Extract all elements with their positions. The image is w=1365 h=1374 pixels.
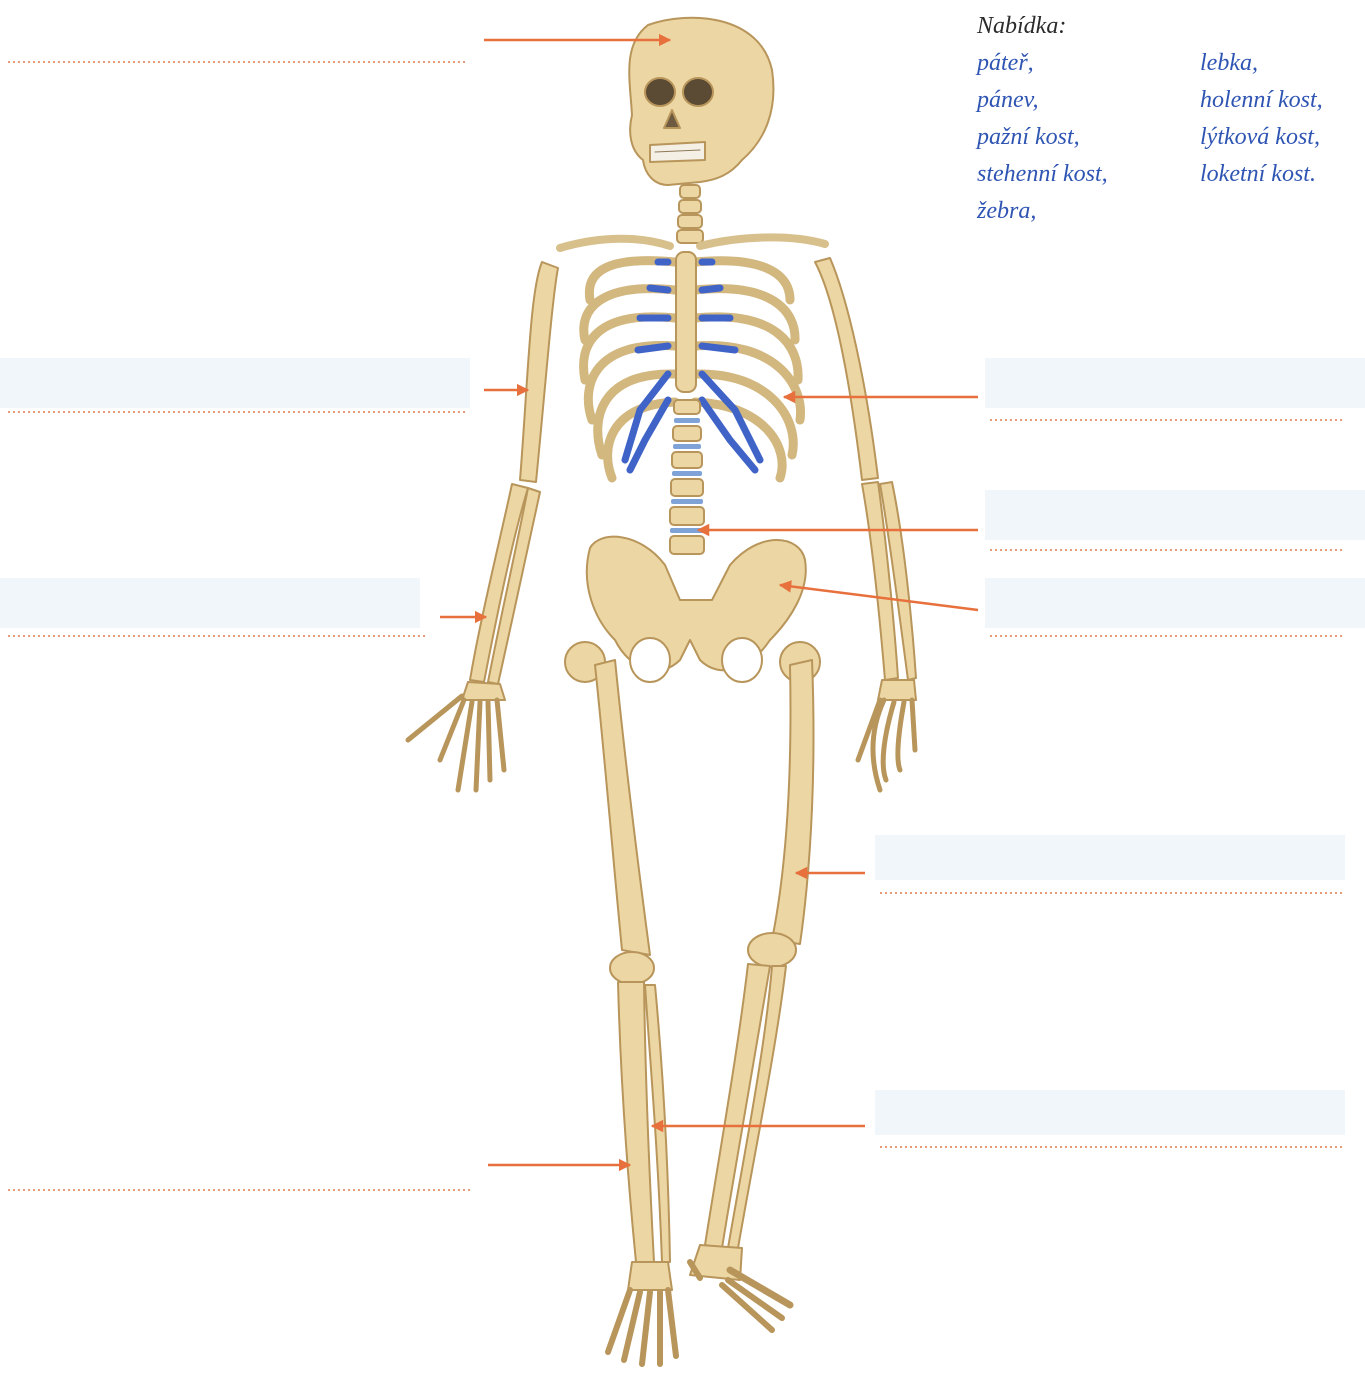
legend-item: loketní kost.: [1200, 156, 1365, 193]
left-leg: [690, 642, 820, 1330]
cervical-spine: [677, 185, 703, 243]
right-leg: [565, 642, 676, 1364]
left-arm: [815, 258, 916, 790]
legend-item: holenní kost,: [1200, 82, 1365, 119]
right-clavicle: [560, 239, 670, 248]
legend-item: lýtková kost,: [1200, 119, 1365, 156]
pelvis: [587, 537, 806, 671]
right-arm: [408, 262, 558, 790]
legend-title: Nabídka:: [977, 8, 1365, 45]
legend-item: páteř,: [977, 45, 1200, 82]
legend-grid: páteř, lebka, pánev, holenní kost, pažní…: [977, 45, 1365, 230]
legend-item: pánev,: [977, 82, 1200, 119]
legend-box: Nabídka: páteř, lebka, pánev, holenní ko…: [977, 8, 1365, 230]
legend-item: lebka,: [1200, 45, 1365, 82]
legend-item: pažní kost,: [977, 119, 1200, 156]
legend-item: žebra,: [977, 193, 1200, 230]
skull: [629, 18, 773, 185]
skeleton: [408, 18, 916, 1364]
legend-item: stehenní kost,: [977, 156, 1200, 193]
sternum: [676, 252, 696, 392]
left-clavicle: [700, 237, 825, 246]
